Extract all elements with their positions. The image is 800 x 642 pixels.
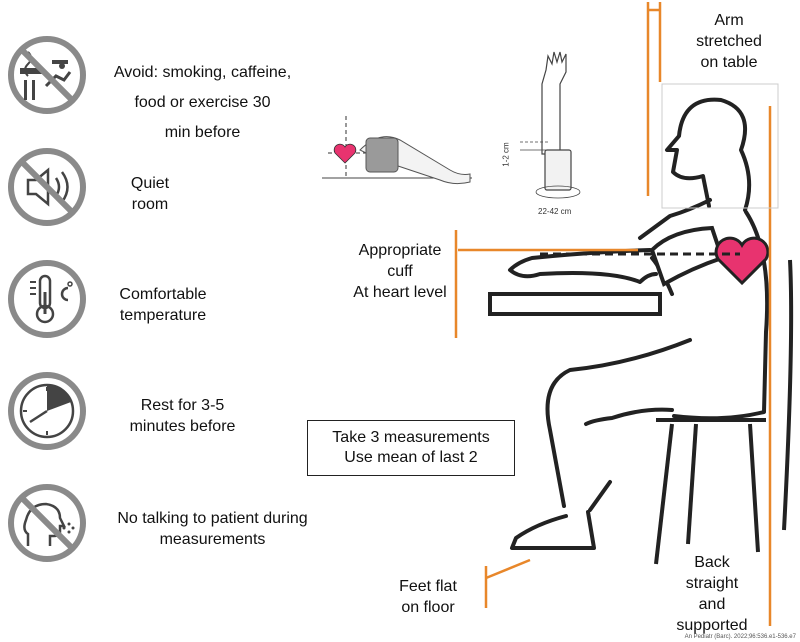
thermometer-icon bbox=[6, 258, 88, 340]
heart-icon bbox=[714, 236, 770, 286]
small-heart-icon bbox=[333, 143, 357, 164]
instruction-2-text: Quiet room bbox=[130, 175, 170, 213]
raised-arm-sketch bbox=[520, 51, 581, 199]
instruction-1-text: Avoid: smoking, caffeine, food or exerci… bbox=[113, 64, 292, 141]
clock-icon bbox=[6, 370, 88, 452]
arm-cuff-sketch bbox=[322, 116, 472, 185]
cuff-circumference-label: 22-42 cm bbox=[538, 207, 572, 216]
citation: An Pediatr (Barc). 2022;96:536.e1-536.e7 bbox=[684, 634, 796, 640]
head-frame bbox=[661, 83, 779, 209]
back-label: Back straight and supported bbox=[676, 554, 748, 634]
instruction-5-text: No talking to patient during measurement… bbox=[117, 510, 308, 548]
cuff bbox=[649, 225, 725, 287]
arm-label: Arm stretched on table bbox=[696, 12, 762, 71]
no-smoking-food-exercise-icon bbox=[6, 34, 88, 116]
cuff-height-label: 1-2 cm bbox=[501, 142, 511, 167]
measurement-note-box: Take 3 measurements Use mean of last 2 bbox=[307, 420, 515, 476]
no-talking-icon bbox=[6, 482, 88, 564]
feet-label: Feet flat on floor bbox=[399, 578, 457, 616]
cuff-label: Appropriate cuff At heart level bbox=[353, 242, 447, 301]
instruction-4-text: Rest for 3-5 minutes before bbox=[129, 397, 236, 435]
no-sound-icon bbox=[6, 146, 88, 228]
orange-guides bbox=[454, 2, 772, 626]
instruction-3-text: Comfortable temperature bbox=[119, 286, 207, 324]
table bbox=[488, 292, 662, 316]
